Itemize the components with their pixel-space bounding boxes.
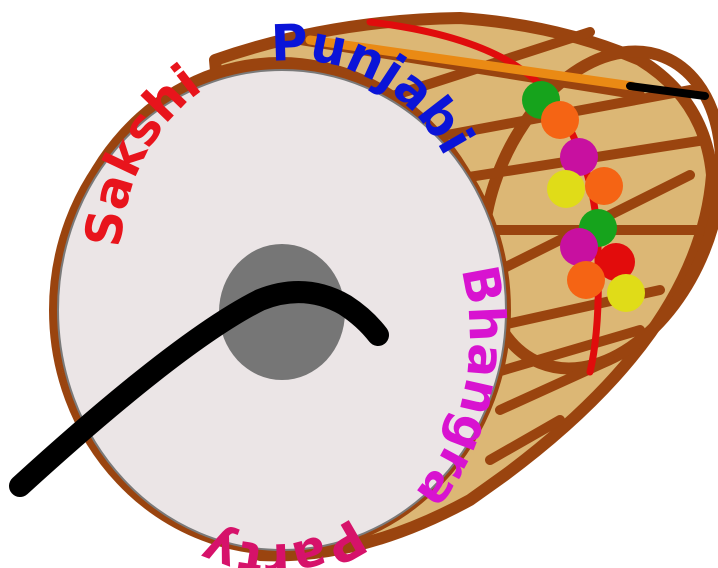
bead xyxy=(567,261,605,299)
decorative-beads xyxy=(522,81,645,312)
drum-rod xyxy=(305,35,637,91)
bead xyxy=(547,170,585,208)
bead xyxy=(607,274,645,312)
drum-center-patch xyxy=(219,244,345,380)
bead xyxy=(560,138,598,176)
drum-rod-tip xyxy=(626,82,709,100)
bead xyxy=(560,228,598,266)
bead xyxy=(585,167,623,205)
bead xyxy=(541,101,579,139)
bead xyxy=(597,243,635,281)
